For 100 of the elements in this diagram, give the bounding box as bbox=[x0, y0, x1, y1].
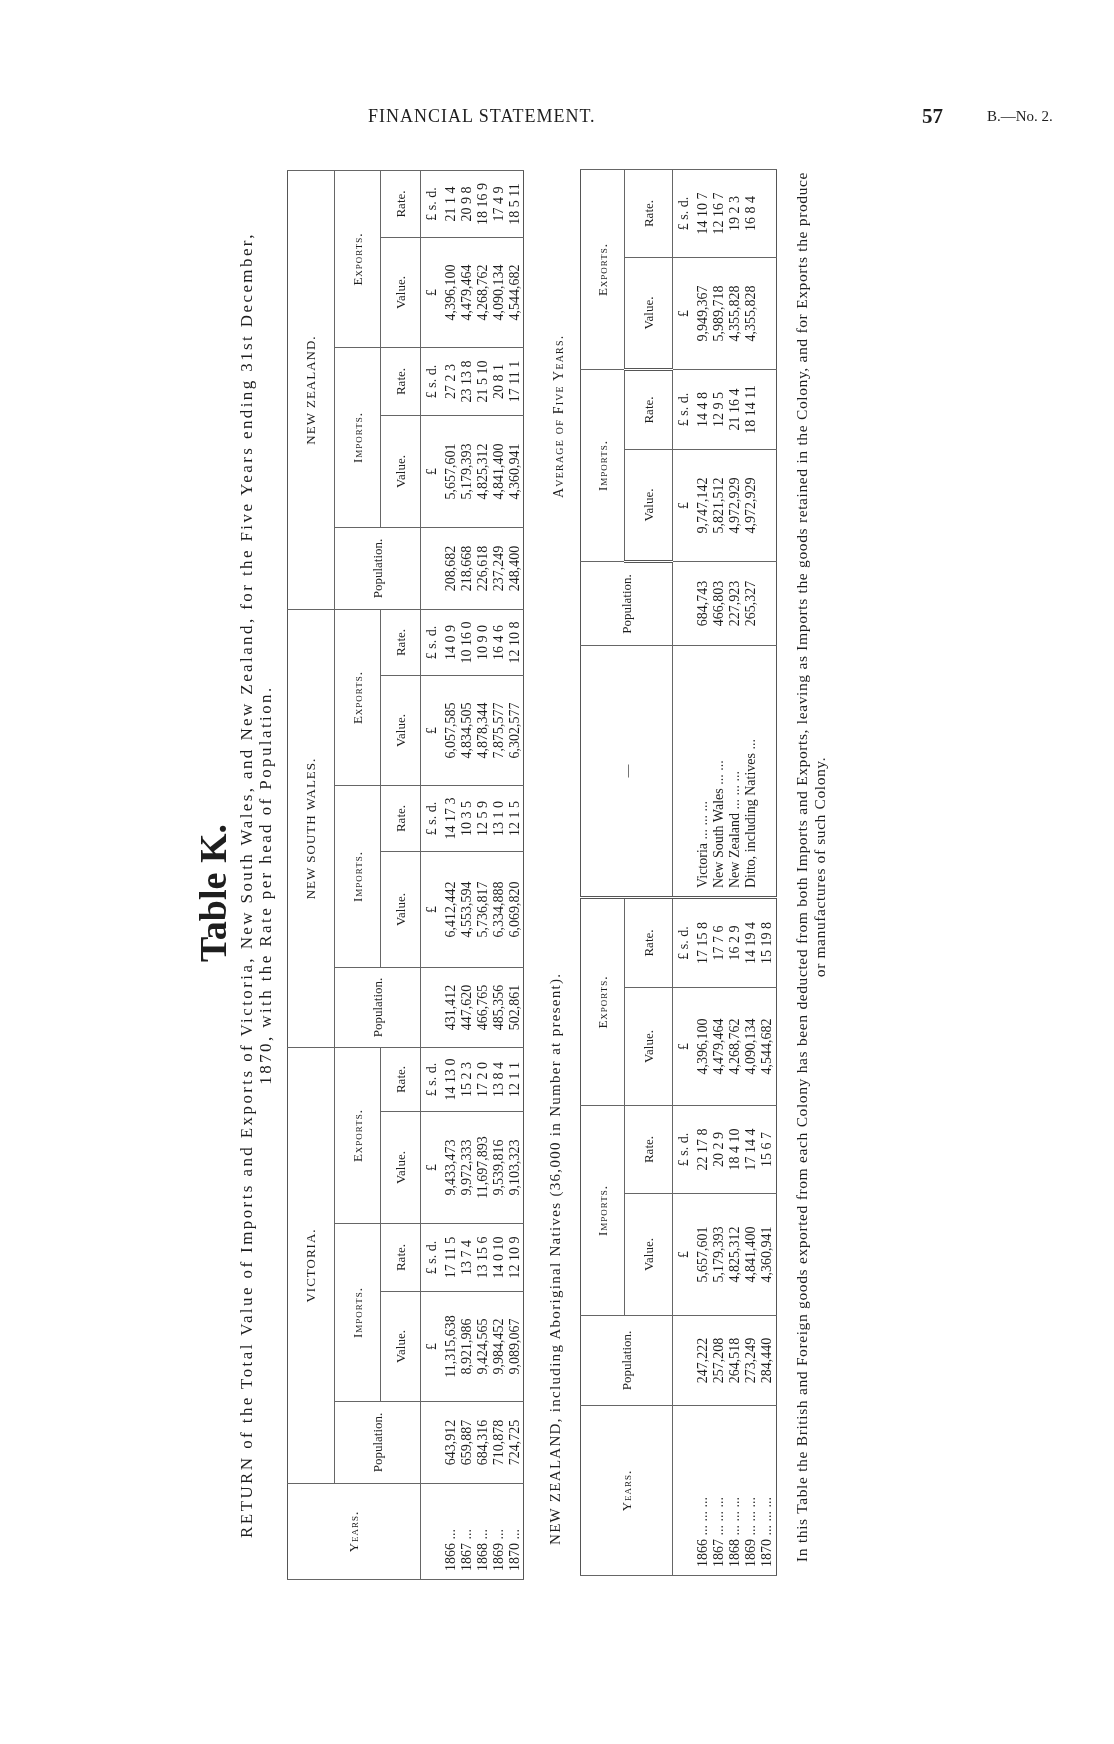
table-value: 22 17 8 bbox=[694, 1105, 711, 1194]
column-header: Exports. bbox=[334, 609, 381, 786]
year-label: 1870 ... bbox=[506, 1483, 523, 1580]
table-value: 4,825,312 bbox=[474, 415, 491, 528]
year-label: 1869 ... ... ... bbox=[742, 1405, 759, 1576]
year-label: 1867 ... ... ... bbox=[710, 1405, 727, 1576]
table-value: 12 1 5 bbox=[506, 785, 523, 852]
table-value: 15 6 7 bbox=[758, 1105, 777, 1194]
column-header: — bbox=[580, 645, 673, 898]
table-value: 12 10 9 bbox=[506, 1223, 523, 1292]
table-value: 257,208 bbox=[710, 1315, 727, 1406]
column-header: Population. bbox=[334, 527, 421, 610]
table-value: 5,179,393 bbox=[458, 415, 475, 528]
unit-label: £ s. d. bbox=[420, 347, 443, 416]
column-header: Imports. bbox=[334, 347, 381, 528]
unit-label: £ bbox=[420, 415, 443, 528]
table-value: 19 2 3 bbox=[726, 169, 743, 258]
table-value: 16 2 9 bbox=[726, 897, 743, 988]
table-value: 17 7 6 bbox=[710, 897, 727, 988]
column-header: Rate. bbox=[380, 785, 421, 852]
table-value: 4,396,100 bbox=[442, 237, 459, 348]
table-value: 9,539,816 bbox=[490, 1111, 507, 1224]
column-header: Value. bbox=[380, 675, 421, 786]
table-value: 20 8 1 bbox=[490, 347, 507, 416]
colony-heading: NEW SOUTH WALES. bbox=[287, 609, 335, 1048]
section-heading: NEW ZEALAND, including Aboriginal Natives (36,000 in Number at present). bbox=[547, 972, 564, 1545]
table-value: 4,090,134 bbox=[490, 237, 507, 348]
column-header: Years. bbox=[580, 1405, 673, 1576]
table-value: 18 14 11 bbox=[742, 369, 759, 450]
column-header: Rate. bbox=[380, 347, 421, 416]
unit-label: £ s. d. bbox=[420, 609, 443, 676]
column-header: Rate. bbox=[624, 169, 673, 258]
unit-label: £ bbox=[672, 449, 695, 562]
table-value: 710,878 bbox=[490, 1401, 507, 1484]
column-header: Rate. bbox=[380, 1223, 421, 1292]
table-value: 9,949,367 bbox=[694, 257, 711, 370]
footnote: In this Table the British and Foreign goods exported from each Colony has been deducted from both Imports and Exports, leaving as Imports the goods retained in the Colony, and for Exports the produce or manufactures of such Colony. bbox=[793, 172, 829, 1562]
unit-label: £ s. d. bbox=[672, 169, 695, 258]
row-label: Victoria ... ... ... bbox=[694, 645, 711, 898]
column-header: Imports. bbox=[334, 785, 381, 968]
table-value: 4,479,464 bbox=[710, 987, 727, 1106]
table-value: 264,518 bbox=[726, 1315, 743, 1406]
table-value: 8,921,986 bbox=[458, 1291, 475, 1402]
table-value: 4,544,682 bbox=[506, 237, 523, 348]
table-value: 12 1 1 bbox=[506, 1047, 523, 1112]
unit-label: £ bbox=[420, 1291, 443, 1402]
table-value: 502,861 bbox=[506, 967, 523, 1048]
column-header: Exports. bbox=[334, 1047, 381, 1224]
table-value: 273,249 bbox=[742, 1315, 759, 1406]
table-value: 16 4 6 bbox=[490, 609, 507, 676]
table-value: 21 16 4 bbox=[726, 369, 743, 450]
table-value: 248,400 bbox=[506, 527, 523, 610]
table-value: 9,103,323 bbox=[506, 1111, 523, 1224]
table-value: 10 3 5 bbox=[458, 785, 475, 852]
year-label: 1866 ... ... ... bbox=[694, 1405, 711, 1576]
table-value: 20 9 8 bbox=[458, 170, 475, 238]
page-number: 57 bbox=[922, 104, 943, 129]
table-value: 10 16 0 bbox=[458, 609, 475, 676]
table-value: 227,923 bbox=[726, 561, 743, 646]
column-header: Value. bbox=[624, 987, 673, 1106]
table-value: 17 15 8 bbox=[694, 897, 711, 988]
row-label: Ditto, including Natives ... bbox=[742, 645, 759, 898]
table-value: 21 5 10 bbox=[474, 347, 491, 416]
unit-label: £ s. d. bbox=[672, 369, 695, 450]
unit-label: £ bbox=[420, 237, 443, 348]
unit-label: £ bbox=[672, 257, 695, 370]
column-header: Population. bbox=[580, 1315, 673, 1406]
table-value: 18 4 10 bbox=[726, 1105, 743, 1194]
table-value: 5,989,718 bbox=[710, 257, 727, 370]
table-value: 9,433,473 bbox=[442, 1111, 459, 1224]
table-value: 14 0 9 bbox=[442, 609, 459, 676]
column-header: Value. bbox=[380, 1291, 421, 1402]
table-value: 9,424,565 bbox=[474, 1291, 491, 1402]
column-header: Imports. bbox=[334, 1223, 381, 1402]
table-value: 684,743 bbox=[694, 561, 711, 646]
table-value: 14 10 7 bbox=[694, 169, 711, 258]
table-value: 447,620 bbox=[458, 967, 475, 1048]
table-value: 466,765 bbox=[474, 967, 491, 1048]
table-value: 12 10 8 bbox=[506, 609, 523, 676]
table-value: 4,396,100 bbox=[694, 987, 711, 1106]
table-value: 9,984,452 bbox=[490, 1291, 507, 1402]
table-value: 4,479,464 bbox=[458, 237, 475, 348]
table-value: 12 16 7 bbox=[710, 169, 727, 258]
table-value: 17 14 4 bbox=[742, 1105, 759, 1194]
table-value: 20 2 9 bbox=[710, 1105, 727, 1194]
table-value: 10 9 0 bbox=[474, 609, 491, 676]
table-value: 4,355,828 bbox=[742, 257, 759, 370]
column-header: Years. bbox=[287, 1483, 421, 1580]
table-value: 284,440 bbox=[758, 1315, 777, 1406]
table-value: 27 2 3 bbox=[442, 347, 459, 416]
table-value: 9,089,067 bbox=[506, 1291, 523, 1402]
year-label: 1869 ... bbox=[490, 1483, 507, 1580]
unit-label: £ s. d. bbox=[420, 1047, 443, 1112]
year-label: 1868 ... bbox=[474, 1483, 491, 1580]
column-header: Value. bbox=[380, 415, 421, 528]
table-value: 6,069,820 bbox=[506, 851, 523, 968]
year-label: 1867 ... bbox=[458, 1483, 475, 1580]
table-value: 14 0 10 bbox=[490, 1223, 507, 1292]
table-value: 13 8 4 bbox=[490, 1047, 507, 1112]
year-label: 1868 ... ... ... bbox=[726, 1405, 743, 1576]
